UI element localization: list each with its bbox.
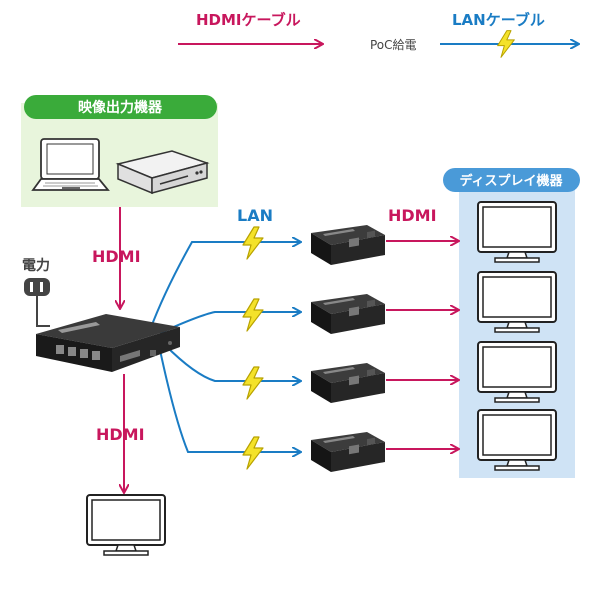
power-supply: 電力 — [22, 257, 50, 327]
receiver-icon — [311, 225, 385, 265]
power-label: 電力 — [22, 257, 50, 274]
hdmi-input-link: HDMI — [92, 207, 141, 308]
monitor-icon — [477, 201, 557, 263]
lightning-bolt-icon — [242, 298, 264, 332]
lan-cable-3 — [164, 344, 300, 381]
receiver-icon — [311, 294, 385, 334]
legend-poc-label: PoC給電 — [370, 38, 417, 52]
monitor-icon — [477, 341, 557, 403]
hdmi-input-label: HDMI — [92, 247, 141, 266]
display-devices-box: ディスプレイ機器 — [443, 168, 580, 478]
hdmi-receiver-label: HDMI — [388, 206, 437, 225]
display-devices-title-badge — [443, 168, 580, 192]
power-cable — [36, 296, 50, 327]
source-devices-title-badge — [24, 95, 217, 119]
splitter-unit-icon — [36, 314, 180, 372]
power-plug-icon — [24, 278, 50, 296]
monitor-icon — [85, 494, 167, 556]
receiver-icon — [311, 363, 385, 403]
display-devices-title: ディスプレイ機器 — [459, 173, 563, 189]
lightning-bolt-icon — [242, 366, 264, 400]
monitor-icon — [477, 271, 557, 333]
receivers — [311, 225, 385, 472]
lan-cable-2 — [159, 312, 300, 334]
av-device-icon — [115, 150, 210, 195]
lan-cable-4 — [159, 349, 300, 452]
hdmi-output-label: HDMI — [96, 425, 145, 444]
legend: HDMIケーブル LANケーブル PoC給電 — [178, 11, 578, 58]
lan-label: LAN — [237, 206, 273, 225]
laptop-icon — [31, 138, 110, 191]
source-devices-title: 映像出力機器 — [78, 99, 163, 116]
hdmi-display-links: HDMI — [386, 206, 458, 449]
receiver-icon — [311, 432, 385, 472]
monitor-icon — [477, 409, 557, 471]
lan-cable-1 — [149, 242, 300, 331]
legend-hdmi-cable-label: HDMIケーブル — [196, 11, 301, 29]
source-devices-box: 映像出力機器 — [21, 95, 218, 207]
hdmi-output-link: HDMI — [85, 374, 167, 556]
legend-lan-cable-label: LANケーブル — [452, 11, 545, 29]
